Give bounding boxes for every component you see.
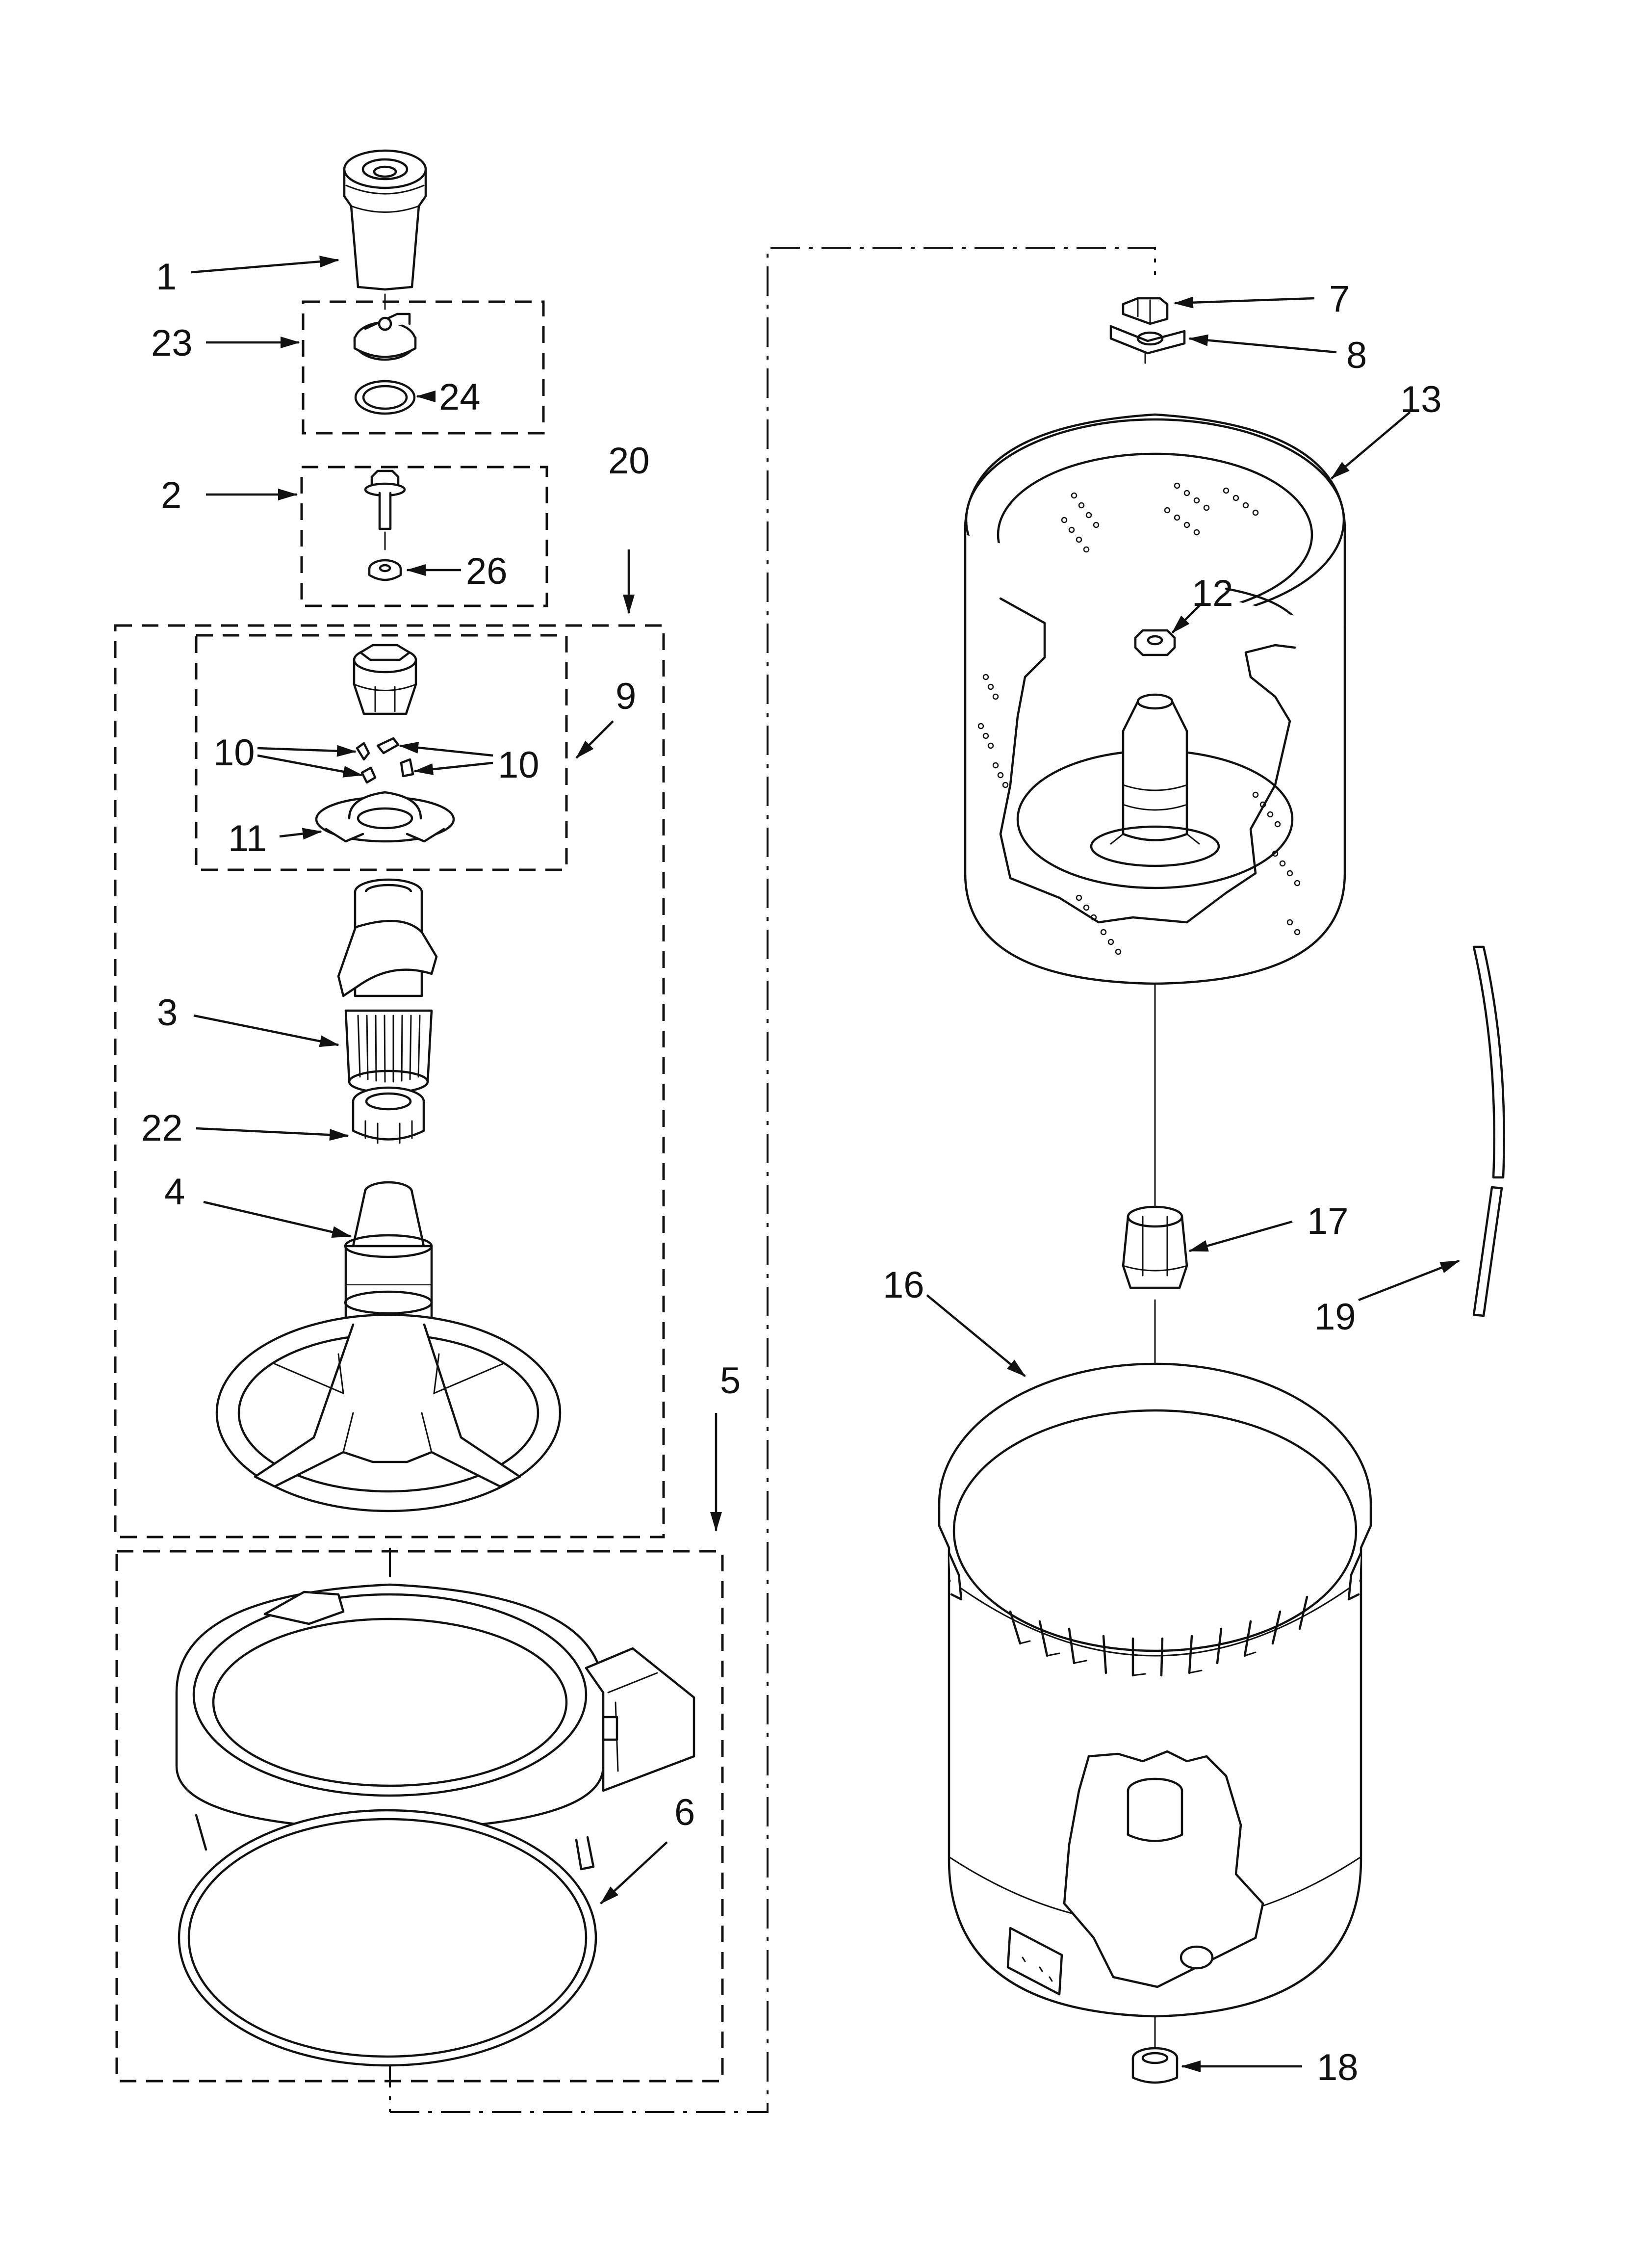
part-6-tub-ring xyxy=(175,1583,695,2067)
label-23: 23 xyxy=(151,322,193,364)
part-19-hose xyxy=(1472,945,1505,1317)
label-4: 4 xyxy=(164,1171,185,1213)
label-17: 17 xyxy=(1307,1200,1349,1242)
part-7-clip xyxy=(1122,297,1169,325)
group-box-20 xyxy=(114,624,665,1538)
group-box-5 xyxy=(115,1550,724,2083)
part-9-dogs-assembly xyxy=(353,644,417,715)
part-17-bushing xyxy=(1122,1205,1188,1289)
label-20: 20 xyxy=(608,440,650,482)
label-16: 16 xyxy=(883,1264,924,1306)
part-16-outer-tub xyxy=(938,1362,1372,2018)
label-2: 2 xyxy=(161,474,181,516)
group-box-23 xyxy=(302,300,545,435)
label-10-left: 10 xyxy=(213,732,255,774)
part-labels: 1 23 24 2 26 20 9 10 10 11 3 22 4 5 6 7 … xyxy=(141,256,1442,2088)
label-8: 8 xyxy=(1346,335,1367,376)
label-1: 1 xyxy=(156,256,177,298)
label-26: 26 xyxy=(466,550,508,592)
label-11: 11 xyxy=(228,818,267,860)
label-19: 19 xyxy=(1314,1296,1356,1338)
part-24-ring xyxy=(354,380,416,415)
part-8-plate xyxy=(1109,325,1186,364)
part-10-dogs xyxy=(356,737,414,784)
part-18-plug xyxy=(1131,2047,1179,2084)
part-13-basket xyxy=(964,413,1346,985)
part-3-auger xyxy=(337,878,438,1094)
label-13: 13 xyxy=(1400,379,1442,420)
label-3: 3 xyxy=(157,992,178,1034)
group-box-2 xyxy=(300,466,548,607)
leader-lines xyxy=(191,256,1460,2072)
label-18: 18 xyxy=(1317,2047,1359,2088)
part-12-nut xyxy=(1134,629,1176,656)
label-5: 5 xyxy=(720,1360,741,1402)
part-11-cam xyxy=(315,791,455,843)
label-7: 7 xyxy=(1329,278,1350,320)
label-12: 12 xyxy=(1192,573,1233,614)
label-9: 9 xyxy=(616,676,636,717)
label-22: 22 xyxy=(141,1107,183,1149)
part-22-ring xyxy=(352,1086,425,1144)
group-box-9 xyxy=(195,634,568,871)
label-24: 24 xyxy=(439,376,481,418)
part-2-bolt xyxy=(364,469,406,550)
part-4-agitator xyxy=(215,1181,562,1512)
label-10-right: 10 xyxy=(498,744,539,786)
part-1-cap xyxy=(343,149,427,291)
part-23-cam xyxy=(353,293,417,361)
part-26-washer xyxy=(368,559,402,581)
label-6: 6 xyxy=(674,1792,695,1833)
